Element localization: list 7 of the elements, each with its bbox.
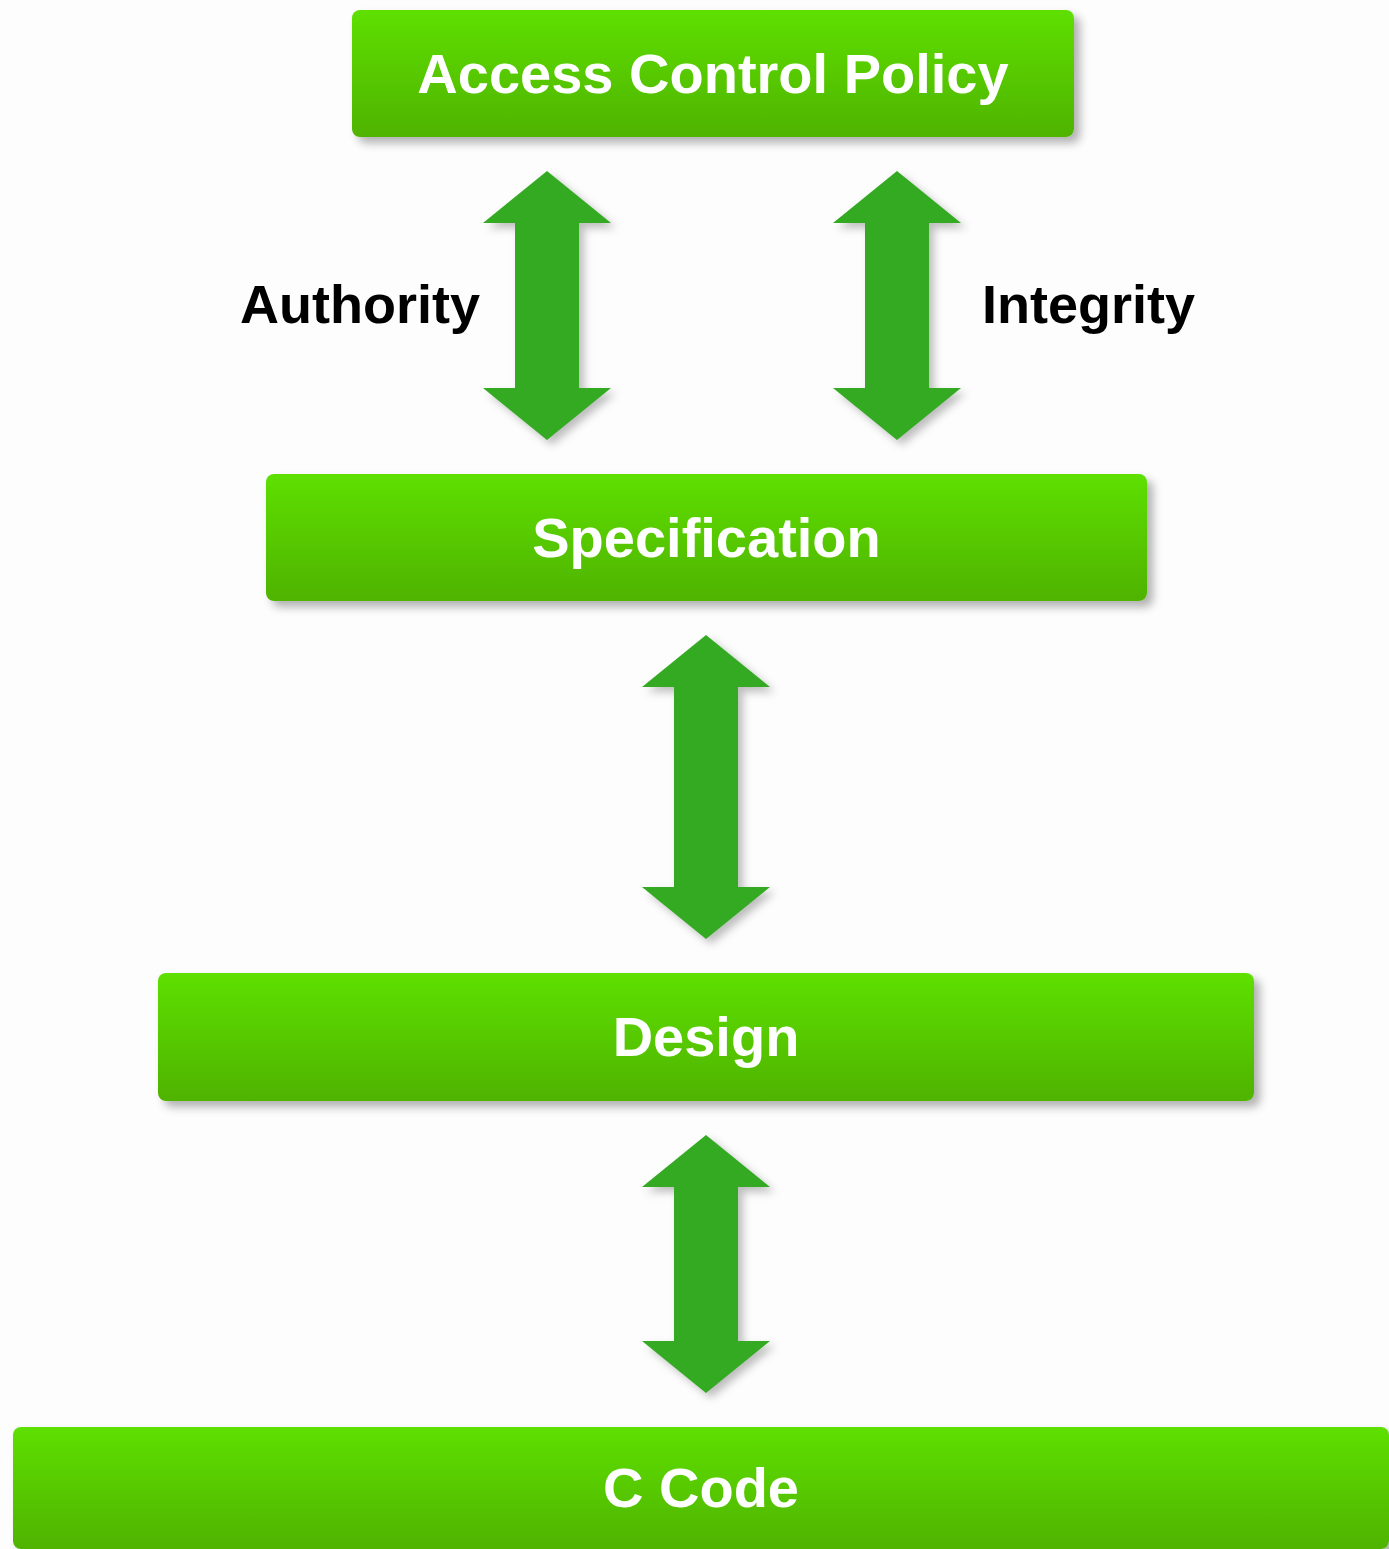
process-box <box>266 474 1147 601</box>
edge-label: Authority <box>240 272 480 336</box>
box-label: C Code <box>603 1460 799 1516</box>
process-box <box>158 973 1254 1101</box>
edge-label: Integrity <box>982 272 1196 336</box>
process-box <box>352 10 1074 137</box>
process-box <box>13 1427 1389 1549</box>
